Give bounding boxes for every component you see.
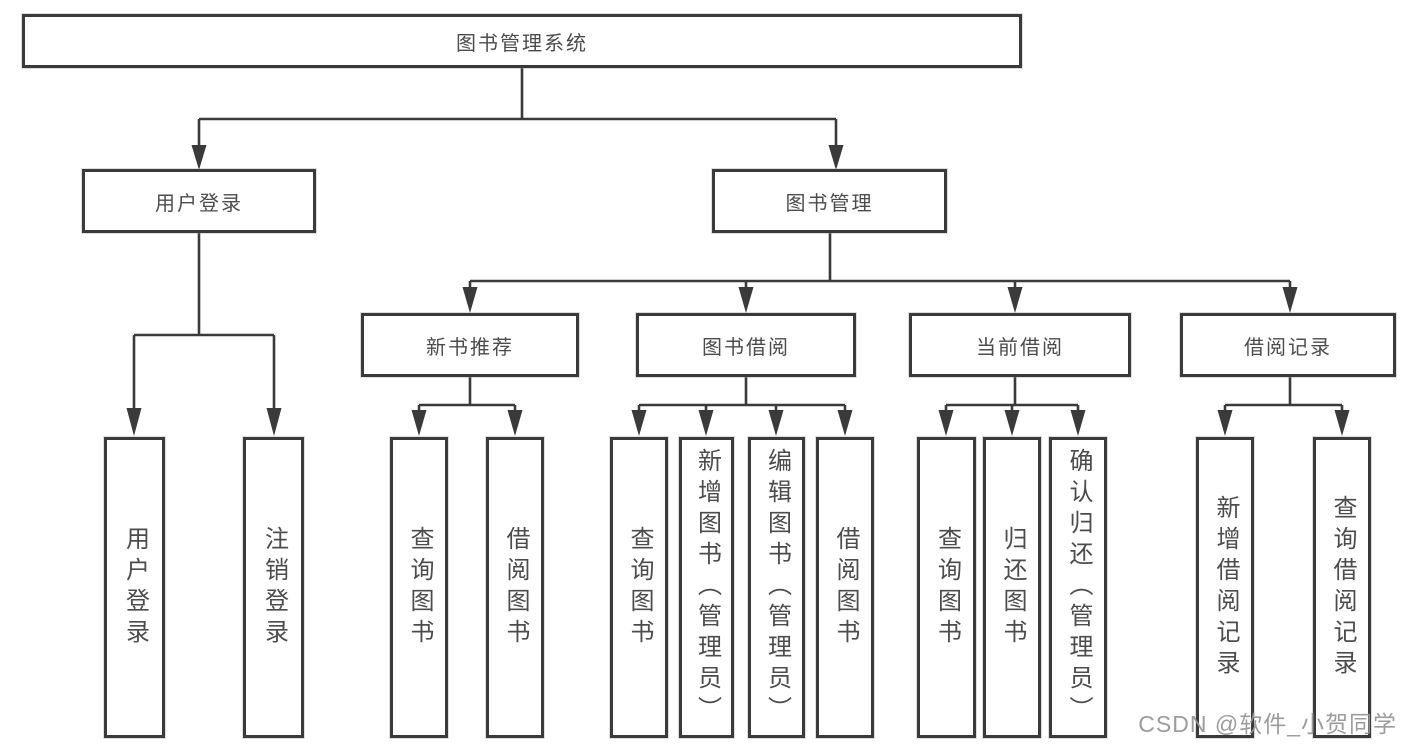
node-book-management-label: 图书管理	[785, 192, 874, 215]
node-root-label: 图书管理系统	[456, 32, 588, 55]
node-book-borrow: 图书借阅	[636, 313, 856, 377]
leaf-edit-books-admin-label: 编辑图书（管理员）	[763, 448, 791, 727]
leaf-borrow-books: 借阅图书	[816, 437, 874, 738]
leaf-add-borrow-record-label: 新增借阅记录	[1212, 494, 1239, 681]
node-book-management: 图书管理	[712, 169, 947, 233]
leaf-recommend-query-books: 查询图书	[390, 437, 448, 738]
csdn-watermark: CSDN @软件_小贺同学	[1138, 711, 1397, 737]
leaf-add-borrow-record: 新增借阅记录	[1196, 437, 1254, 738]
leaf-user-login: 用户登录	[104, 437, 165, 738]
node-current-borrow: 当前借阅	[909, 313, 1131, 377]
node-borrow-records-label: 借阅记录	[1244, 336, 1332, 359]
leaf-current-query-books-label: 查询图书	[933, 525, 961, 650]
node-root: 图书管理系统	[22, 14, 1022, 68]
leaf-return-books: 归还图书	[983, 437, 1041, 738]
leaf-return-books-label: 归还图书	[999, 525, 1026, 650]
leaf-query-borrow-record: 查询借阅记录	[1313, 437, 1371, 738]
leaf-confirm-return-admin-label: 确认归还（管理员）	[1065, 448, 1092, 727]
leaf-user-login-label: 用户登录	[121, 525, 149, 650]
leaf-confirm-return-admin: 确认归还（管理员）	[1049, 437, 1107, 738]
leaf-borrow-query-books-label: 查询图书	[626, 525, 653, 650]
node-borrow-records: 借阅记录	[1180, 313, 1396, 377]
leaf-current-query-books: 查询图书	[917, 437, 976, 738]
leaf-logout-label: 注销登录	[260, 525, 288, 650]
leaf-query-borrow-record-label: 查询借阅记录	[1329, 494, 1356, 681]
leaf-add-books-admin: 新增图书（管理员）	[679, 437, 734, 738]
leaf-logout: 注销登录	[243, 437, 304, 738]
arrowheads	[126, 145, 1350, 436]
node-user-login: 用户登录	[82, 169, 316, 233]
leaf-recommend-query-books-label: 查询图书	[406, 525, 433, 650]
node-book-borrow-label: 图书借阅	[702, 336, 790, 359]
leaf-borrow-books-label: 借阅图书	[832, 525, 859, 650]
leaf-recommend-borrow-books: 借阅图书	[486, 437, 544, 738]
leaf-borrow-query-books: 查询图书	[610, 437, 668, 738]
leaf-recommend-borrow-books-label: 借阅图书	[502, 525, 529, 650]
leaf-edit-books-admin: 编辑图书（管理员）	[748, 437, 805, 738]
node-new-book-recommend: 新书推荐	[361, 313, 579, 377]
node-user-login-label: 用户登录	[155, 192, 243, 215]
node-current-borrow-label: 当前借阅	[976, 336, 1064, 359]
node-new-book-recommend-label: 新书推荐	[426, 336, 514, 359]
leaf-add-books-admin-label: 新增图书（管理员）	[693, 448, 721, 727]
